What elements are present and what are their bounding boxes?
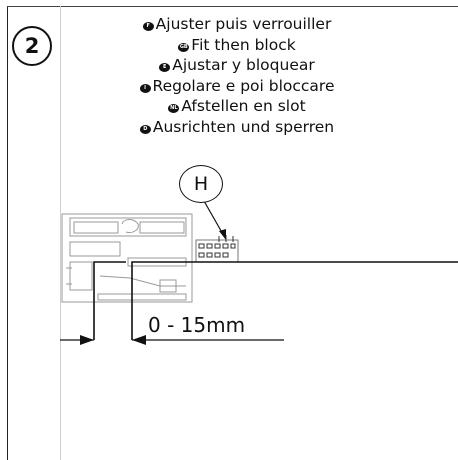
callout-arrowhead [219, 229, 226, 240]
dimension-label: 0 - 15mm [148, 313, 246, 337]
instruction-text: Afstellen en slot [181, 97, 306, 115]
language-flag-icon: NL [168, 104, 180, 113]
frame-top-border [7, 6, 458, 7]
instruction-text: Ajuster puis verrouiller [155, 15, 332, 33]
frame-left-border [7, 6, 8, 460]
callout-leader-line [203, 200, 225, 237]
language-flag-icon: GB [178, 42, 190, 52]
dimension-0-15mm [60, 335, 284, 345]
instruction-text: Ajustar y bloquear [172, 56, 315, 74]
glass-panel-outline [93, 261, 458, 340]
language-flag-icon: F [142, 22, 154, 31]
instruction-text: Ausrichten und sperren [152, 117, 335, 136]
instruction-text: Fit then block [191, 35, 296, 54]
panel-divider [60, 6, 61, 460]
callout-label: H [193, 173, 209, 195]
language-flag-icon: I [139, 83, 151, 93]
locking-clip-h [195, 235, 239, 263]
step-number: 2 [24, 34, 40, 58]
language-flag-icon: D [139, 124, 151, 134]
instruction-text: Regolare e poi bloccare [152, 76, 335, 95]
callout-h: H [179, 165, 223, 203]
language-flag-icon: E [159, 63, 171, 72]
rail-profile [61, 213, 193, 303]
step-number-badge: 2 [12, 26, 52, 66]
